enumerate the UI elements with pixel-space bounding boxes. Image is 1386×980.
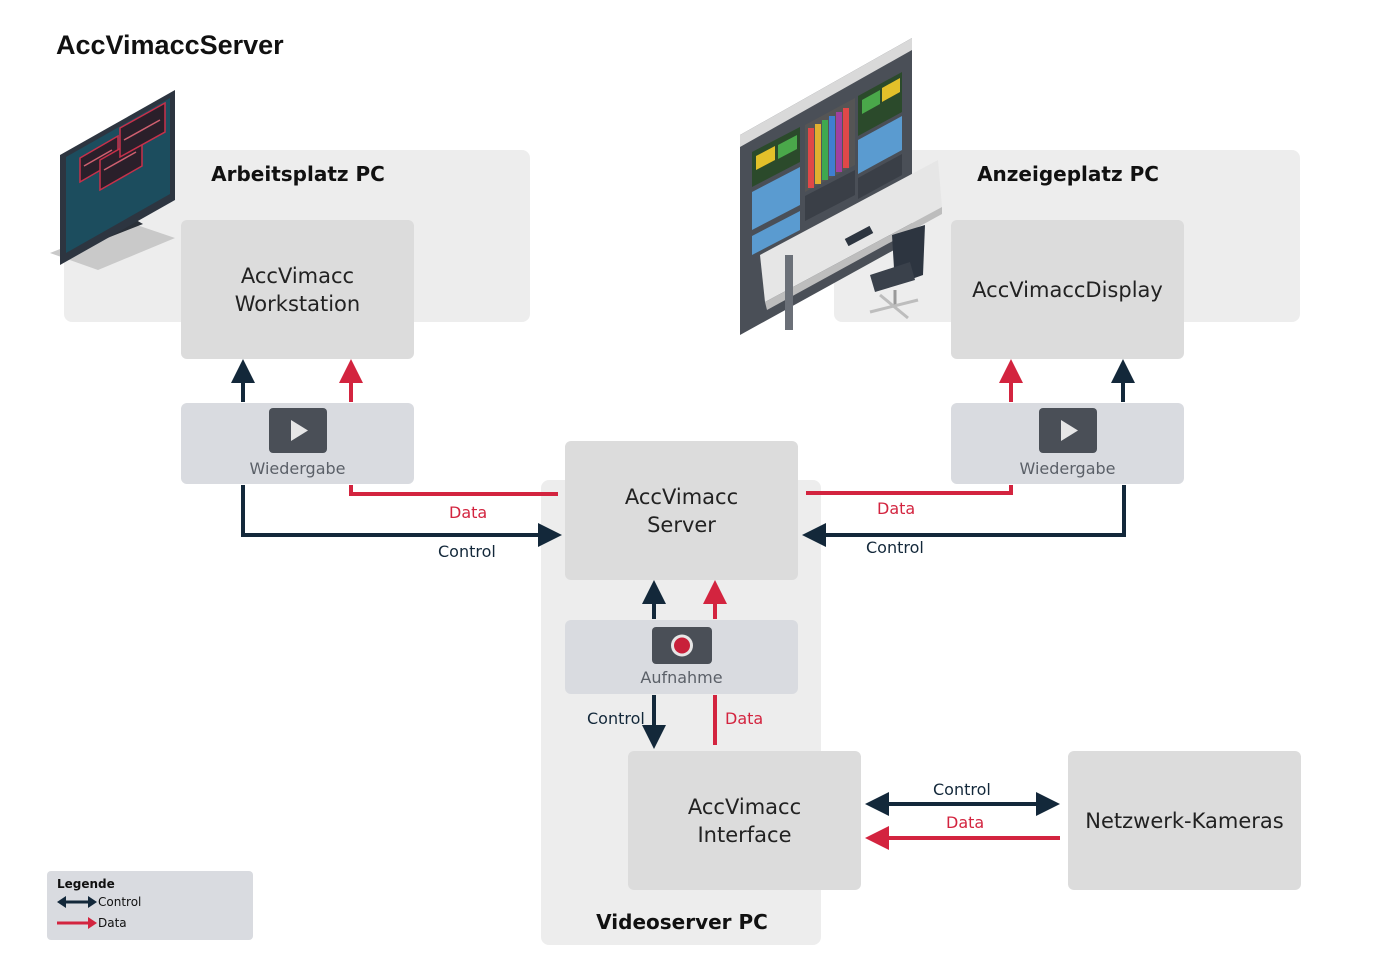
record-icon [652,627,712,664]
interface-box: AccVimacc Interface [628,751,861,890]
label-data-aufnahme: Data [725,709,764,728]
page-title: AccVimaccServer [56,30,284,60]
panel-title-anzeigeplatz: Anzeigeplatz PC [977,162,1159,186]
label-data-cameras: Data [946,813,985,832]
legend: Legende Control Data [47,871,253,940]
panel-title-arbeitsplatz: Arbeitsplatz PC [211,162,385,186]
display-box: AccVimaccDisplay [951,220,1184,359]
label-data-left: Data [449,503,488,522]
server-box: AccVimacc Server [565,441,798,580]
legend-data-label: Data [98,916,127,930]
legend-title: Legende [57,877,115,891]
playback-module-left: Wiedergabe [181,403,414,484]
playback-label-left: Wiedergabe [249,459,346,478]
recording-module: Aufnahme [565,620,798,694]
legend-data-arrow-icon [57,917,97,929]
label-data-right: Data [877,499,916,518]
label-control-left: Control [438,542,496,561]
play-icon [269,408,327,453]
label-control-cameras: Control [933,780,991,799]
data-line-server-to-left [349,485,558,496]
workstation-box: AccVimacc Workstation [181,220,414,359]
recording-label: Aufnahme [640,668,723,687]
label-control-right: Control [866,538,924,557]
label-control-aufnahme: Control [587,709,645,728]
legend-control-arrow-icon [57,896,97,908]
control-line-left-to-server [241,485,562,547]
network-cameras-box: Netzwerk-Kameras [1068,751,1301,890]
playback-label-right: Wiedergabe [1019,459,1116,478]
control-line-right-to-server [802,485,1126,547]
playback-module-right: Wiedergabe [951,403,1184,484]
legend-control-label: Control [98,895,142,909]
play-icon [1039,408,1097,453]
data-line-server-to-right [806,485,1013,495]
panel-title-videoserver: Videoserver PC [596,910,768,934]
